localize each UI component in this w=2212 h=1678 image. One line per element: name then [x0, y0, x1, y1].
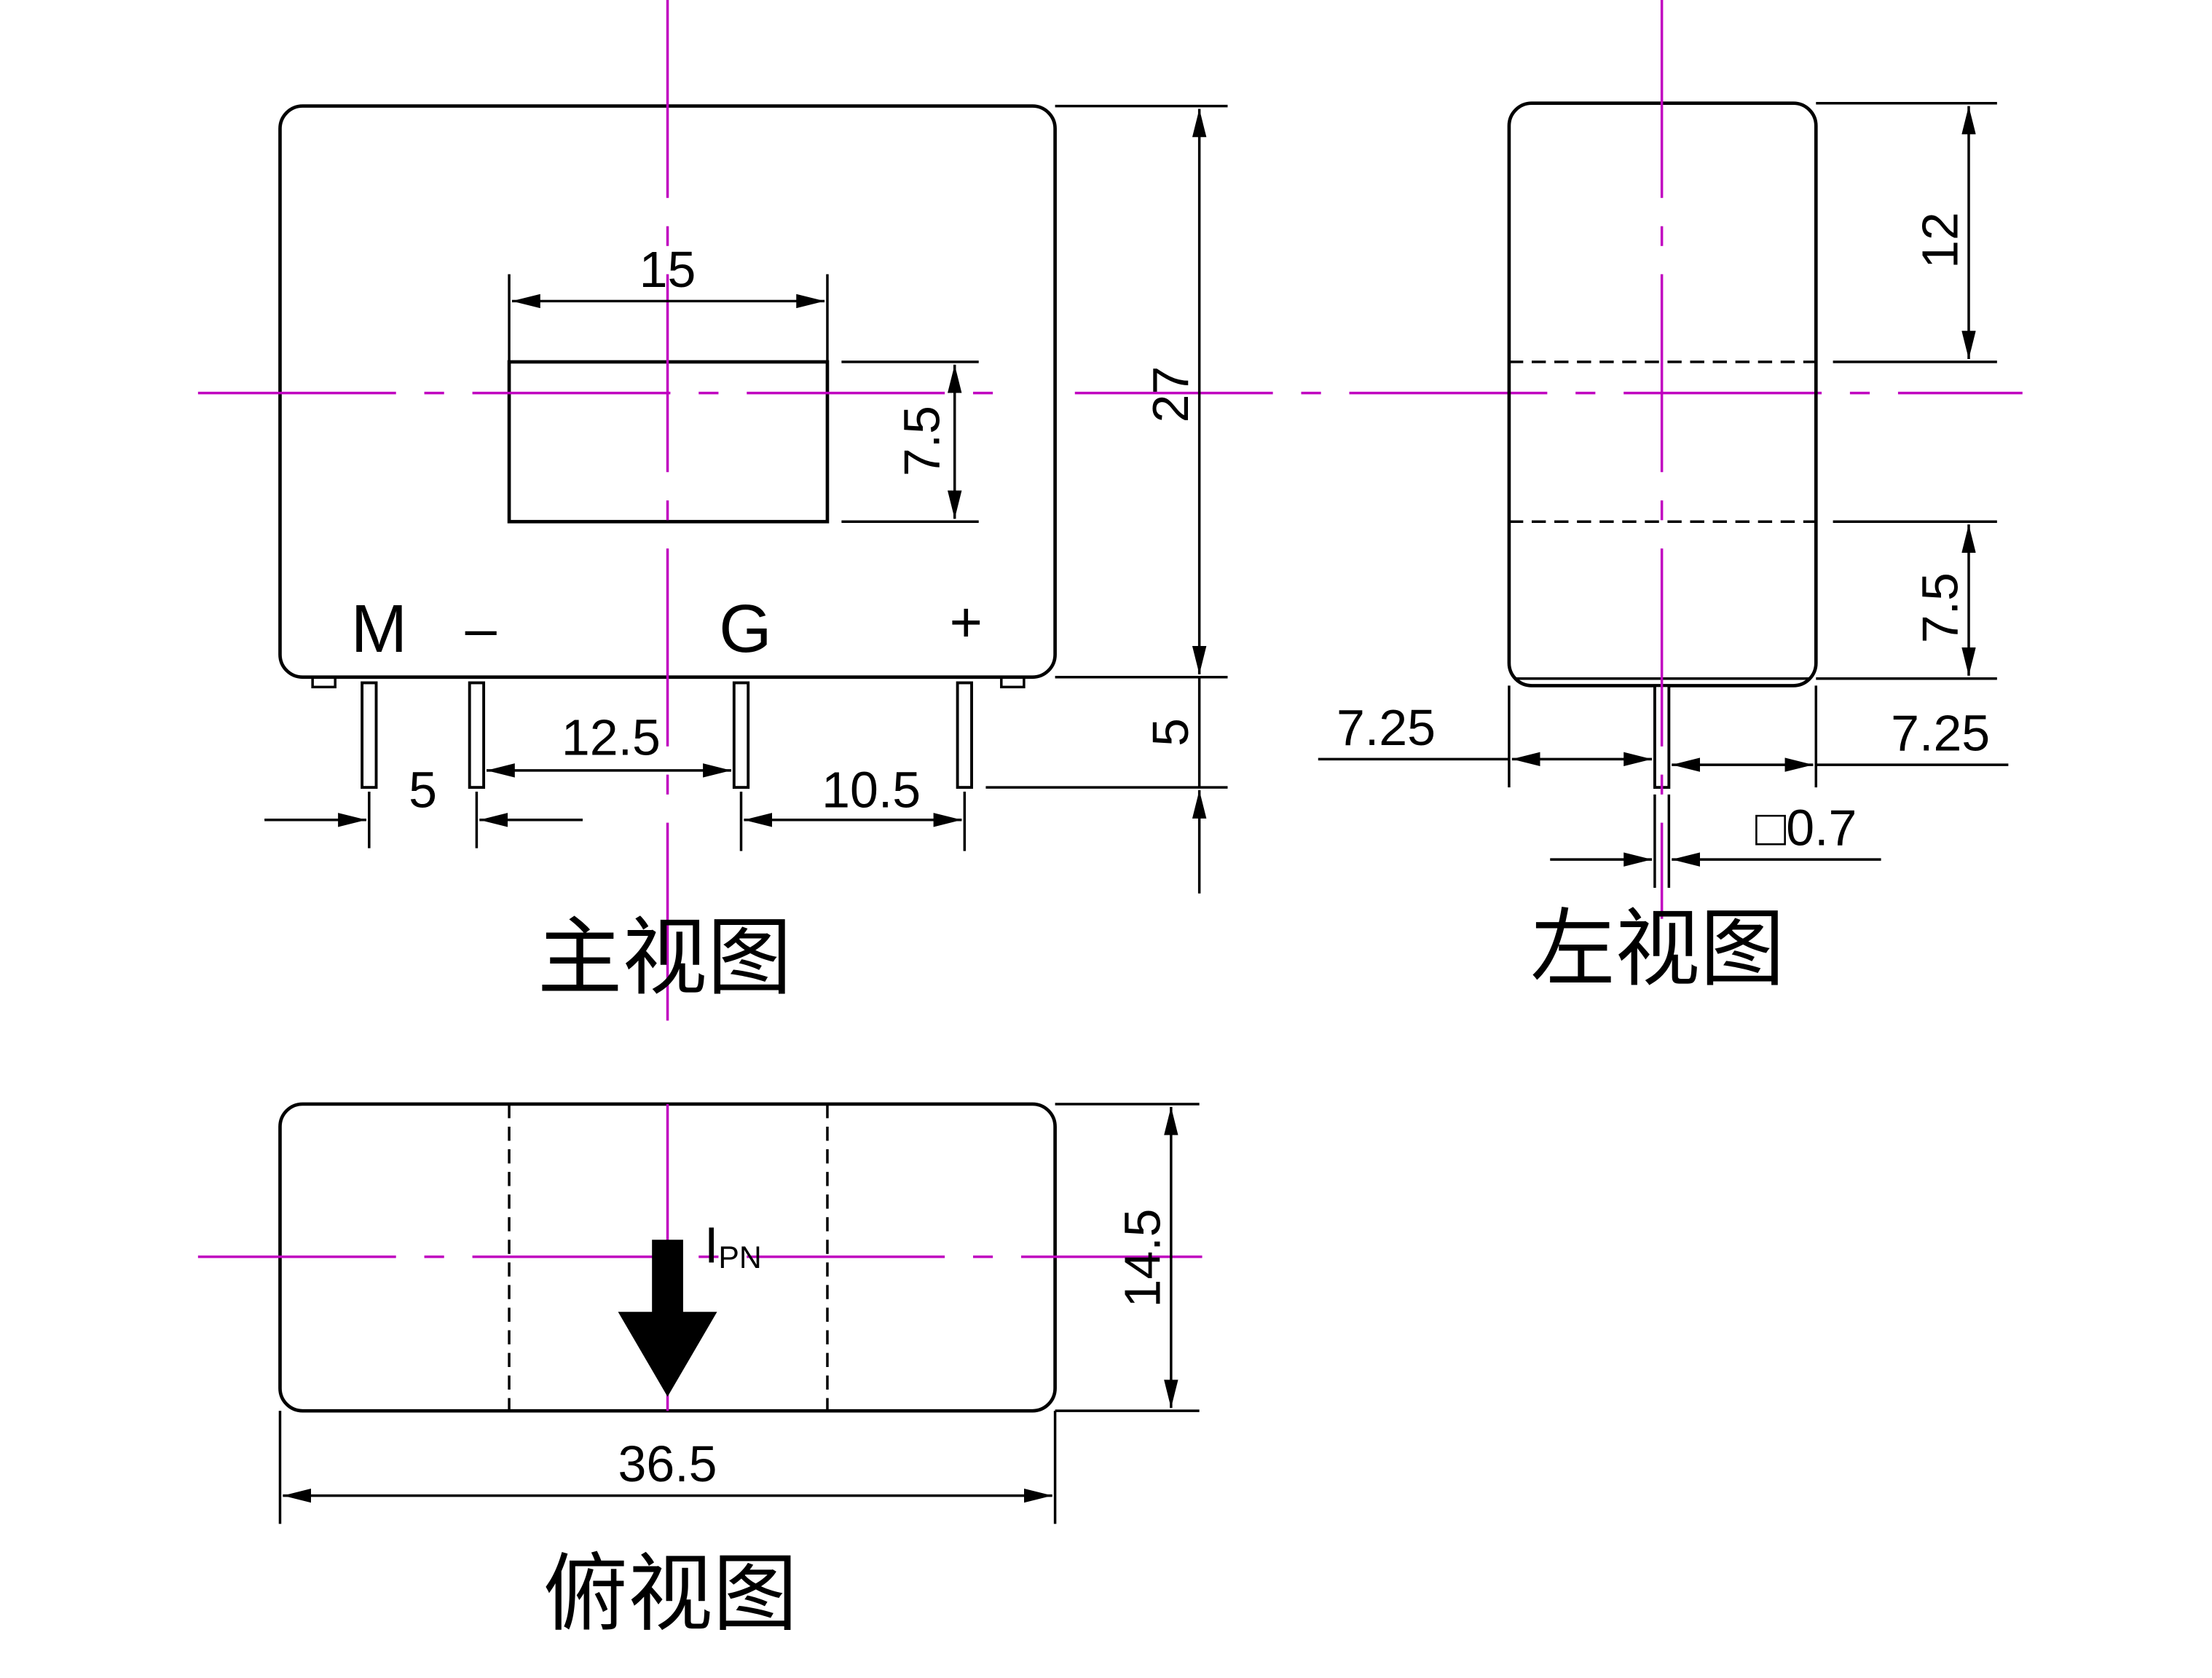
- current-label-sub: PN: [718, 1240, 761, 1275]
- front-tab-left: [311, 676, 336, 689]
- side-view-title: 左视图: [1530, 900, 1784, 998]
- front-view-title: 主视图: [538, 909, 792, 1007]
- front-pin-m: [361, 681, 378, 789]
- dim-depth-label: 14.5: [1114, 1209, 1170, 1308]
- dim-side-bottom-label: 7.5: [1911, 572, 1968, 643]
- pin-label-m: M: [351, 591, 408, 666]
- dim-body-height-label: 27: [1142, 366, 1199, 423]
- front-pin-minus: [468, 681, 486, 789]
- dim-window-height-label: 7.5: [893, 406, 950, 476]
- front-pin-plus: [956, 681, 973, 789]
- dim-side-left-label: 7.25: [1337, 699, 1436, 756]
- dim-pin-pitch-left-label: 5: [409, 761, 437, 818]
- side-view: 12 7.5 7.25 7.25 □0.7 左视图: [1318, 0, 2009, 998]
- dim-total-width-label: 36.5: [618, 1435, 717, 1492]
- front-pin-g: [732, 681, 750, 789]
- dim-side-top-label: 12: [1911, 212, 1968, 269]
- pin-label-plus: +: [950, 591, 983, 654]
- current-label: IPN: [704, 1216, 762, 1275]
- dim-side-right-label: 7.25: [1891, 705, 1990, 762]
- current-label-main: I: [704, 1216, 718, 1273]
- dim-pin-length-label: 5: [1142, 718, 1199, 747]
- front-view: 15 7.5 27 5 12.5 5 10.5 M – G +: [197, 0, 2023, 1047]
- dim-pin-spacing-label: 12.5: [562, 709, 661, 766]
- top-view-title: 俯视图: [543, 1545, 798, 1643]
- front-tab-right: [1000, 676, 1026, 689]
- dim-pin-square-label: □0.7: [1755, 800, 1857, 856]
- dim-window-width-label: 15: [639, 241, 696, 298]
- current-direction-arrow: [618, 1240, 717, 1397]
- pin-label-minus: –: [465, 597, 497, 660]
- dim-pin-pitch-right-label: 10.5: [822, 761, 921, 818]
- pin-label-g: G: [719, 591, 771, 666]
- top-view: IPN 14.5 36.5 俯视图: [197, 1102, 1203, 1643]
